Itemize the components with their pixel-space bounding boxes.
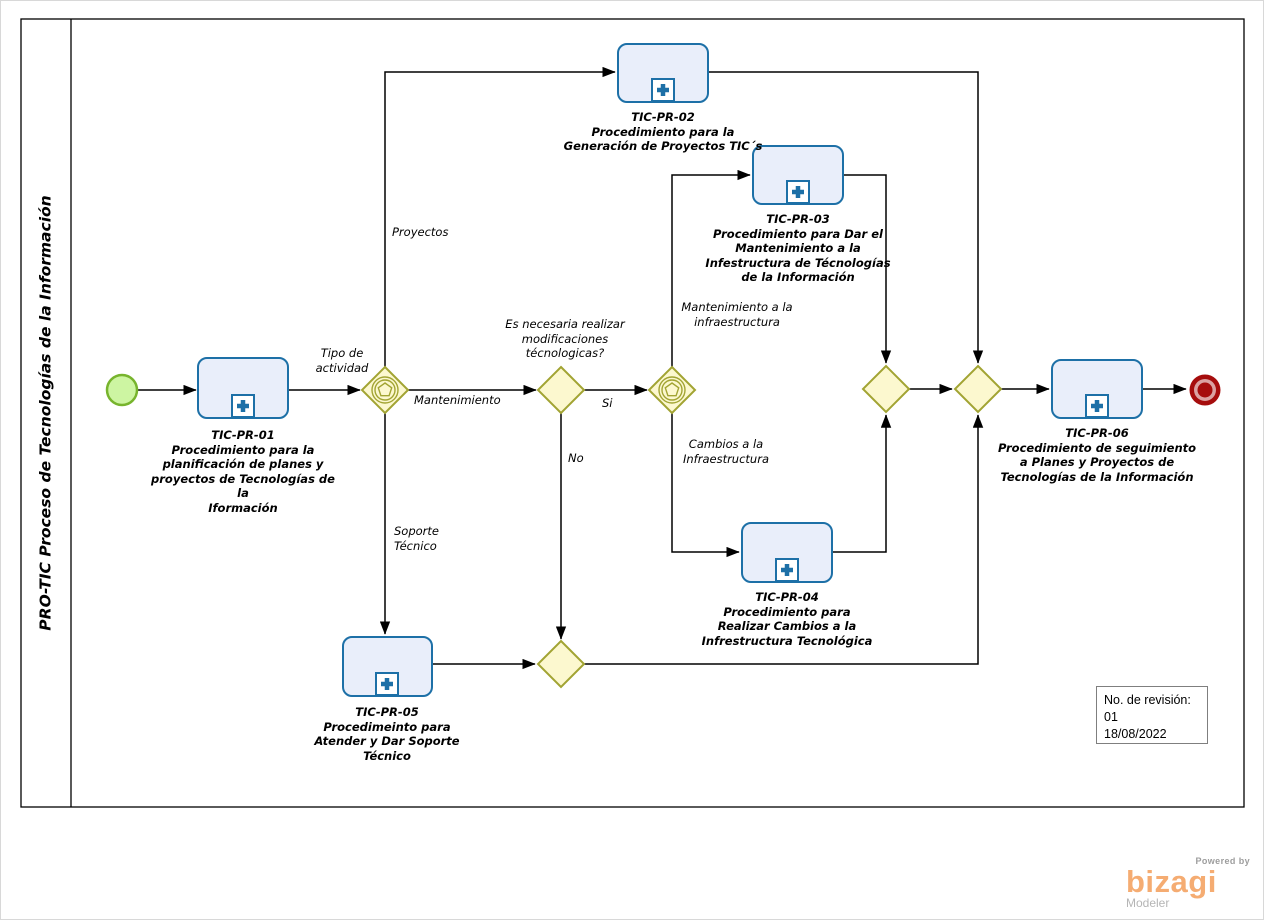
flow-label-tipo-actividad: Tipo de actividad <box>315 346 369 375</box>
pool-border <box>20 18 1245 808</box>
lane-title: PRO-TIC Proceso de Tecnologías de la Inf… <box>37 195 55 631</box>
revision-date: 18/08/2022 <box>1104 727 1167 741</box>
flow-label-soporte-tecnico: Soporte Técnico <box>394 524 439 553</box>
pentagon-icon <box>664 382 680 397</box>
flow-label-proyectos: Proyectos <box>392 225 449 239</box>
sequence-flow-proyectos[interactable] <box>384 66 616 367</box>
task-tic-pr-03-label: TIC-PR-03 Procedimiento para Dar el Mant… <box>705 212 891 284</box>
plus-icon <box>1091 400 1103 412</box>
plus-icon <box>381 678 393 690</box>
event-gateway-circle-icon <box>371 376 399 404</box>
powered-by-text: Powered by <box>1195 856 1250 867</box>
event-gateway-circle-icon <box>374 379 396 401</box>
task-tic-pr-06-label: TIC-PR-06 Procedimiento de seguimiento a… <box>997 426 1197 484</box>
event-gateway-circle-icon <box>661 379 683 401</box>
flow-label-mantenimiento-infraestructura: Mantenimiento a la infraestructura <box>681 300 793 329</box>
sequence-flow-tic-pr-03-to-merge[interactable] <box>843 174 892 364</box>
sequence-flow-tic-pr-02-to-merge[interactable] <box>708 71 984 364</box>
sequence-flow-bottom-merge-to-merge[interactable] <box>584 414 984 665</box>
gateway-merge-soporte[interactable] <box>536 639 586 689</box>
flow-label-cambios-infraestructura: Cambios a la Infraestructura <box>683 437 769 466</box>
modeler-text: Modeler <box>1126 896 1170 910</box>
end-event-core <box>1197 382 1213 398</box>
flow-label-si: Si <box>602 396 613 410</box>
gateway-event-tipo-actividad[interactable] <box>360 365 410 415</box>
gateway-merge-final[interactable] <box>953 364 1003 414</box>
plus-icon <box>237 400 249 412</box>
task-tic-pr-01-label: TIC-PR-01 Procedimiento para la planific… <box>151 428 335 515</box>
pentagon-icon <box>377 382 393 397</box>
task-tic-pr-04-label: TIC-PR-04 Procedimiento para Realizar Ca… <box>701 590 873 648</box>
event-gateway-circle-icon <box>658 376 686 404</box>
gateway-merge-infraestructura[interactable] <box>861 364 911 414</box>
task-tic-pr-05-label: TIC-PR-05 Procedimeinto para Atender y D… <box>314 705 460 763</box>
lane-header[interactable]: PRO-TIC Proceso de Tecnologías de la Inf… <box>21 19 71 807</box>
start-event[interactable] <box>105 373 139 407</box>
task-tic-pr-02-label: TIC-PR-02 Procedimiento para la Generaci… <box>563 110 763 153</box>
plus-icon <box>781 564 793 576</box>
flow-label-no: No <box>568 451 584 465</box>
sequence-flow-mantenimiento-infraestructura[interactable] <box>671 169 751 367</box>
flow-label-mantenimiento: Mantenimiento <box>414 393 501 407</box>
plus-icon <box>657 84 669 96</box>
gateway-question-label: Es necesaria realizar modificaciones téc… <box>505 317 625 360</box>
bizagi-logo: Powered by bizagi Modeler <box>1126 856 1252 910</box>
gateway-modificaciones[interactable] <box>536 365 586 415</box>
revision-annotation[interactable]: No. de revisión: 01 18/08/2022 <box>1096 686 1208 744</box>
sequence-flow-tic-pr-04-to-merge[interactable] <box>832 414 892 553</box>
bizagi-brand-text: bizagi <box>1126 864 1217 900</box>
gateway-event-infraestructura[interactable] <box>647 365 697 415</box>
sequence-flow-cambios-infraestructura[interactable] <box>671 413 740 558</box>
revision-number: No. de revisión: 01 <box>1104 693 1191 724</box>
plus-icon <box>792 186 804 198</box>
